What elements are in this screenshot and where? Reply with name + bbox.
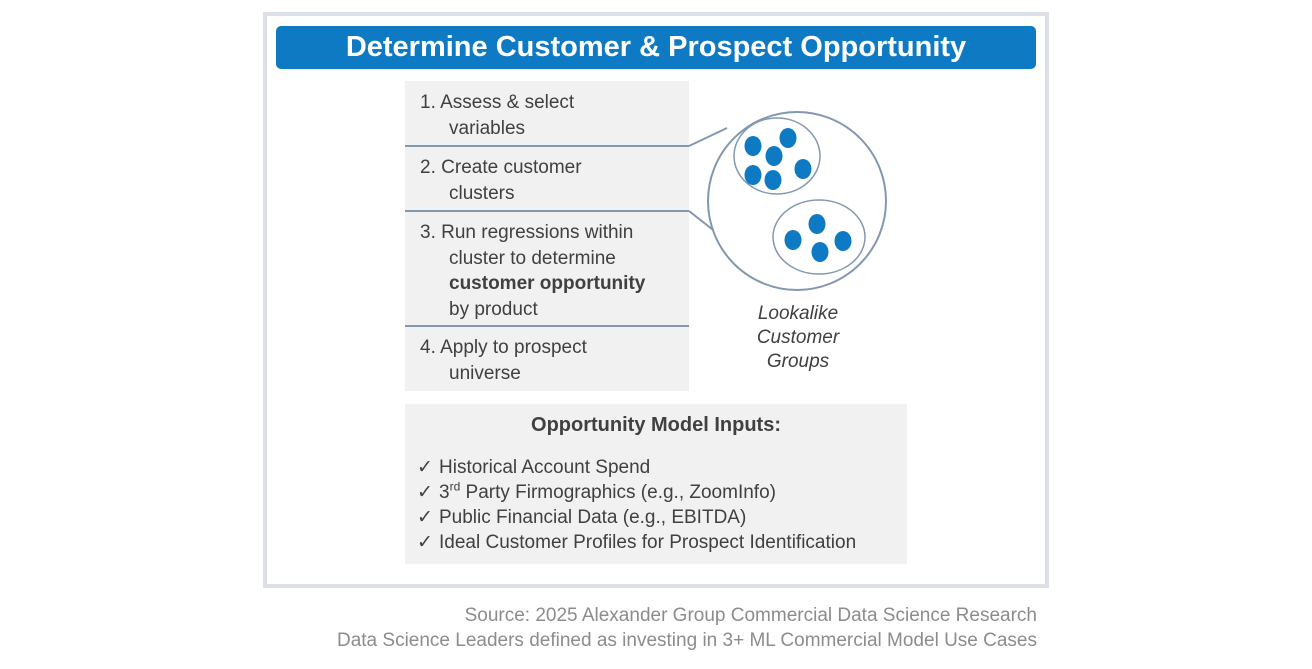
cluster-circle xyxy=(707,111,887,291)
cluster-label-line: Customer xyxy=(756,327,840,348)
customer-group-ellipse xyxy=(733,117,821,195)
input-item: ✓ Public Financial Data (e.g., EBITDA) xyxy=(417,505,746,530)
input-item-text: Ideal Customer Profiles for Prospect Ide… xyxy=(439,532,857,553)
input-item-text-post: Party Firmographics (e.g., ZoomInfo) xyxy=(460,482,776,503)
customer-dot xyxy=(765,146,783,166)
step-1-number: 1. xyxy=(420,92,436,113)
step-2-text: Create customer xyxy=(441,157,582,178)
customer-dot xyxy=(794,159,812,179)
model-inputs-title: Opportunity Model Inputs: xyxy=(531,414,781,436)
step-2-number: 2. xyxy=(420,157,436,178)
check-icon: ✓ xyxy=(417,507,433,528)
input-item-text: Public Financial Data (e.g., EBITDA) xyxy=(439,507,747,528)
input-item-text-sup: rd xyxy=(449,479,461,494)
customer-dot xyxy=(779,128,797,148)
steps-panel: 1. Assess & select variables 2. Create c… xyxy=(405,81,689,391)
customer-dot xyxy=(811,242,829,262)
step-1-text-cont: variables xyxy=(449,117,526,139)
step-divider xyxy=(405,145,689,147)
customer-dot xyxy=(744,165,762,185)
step-1-text: Assess & select xyxy=(440,92,575,113)
source-line: Data Science Leaders defined as investin… xyxy=(336,629,1037,651)
step-4: 4. Apply to prospect universe xyxy=(405,335,689,386)
customer-dot xyxy=(784,230,802,250)
customer-group-ellipse xyxy=(772,199,866,275)
step-3-text-bold: customer opportunity xyxy=(449,273,646,294)
check-icon: ✓ xyxy=(417,532,433,553)
step-3-number: 3. xyxy=(420,222,436,243)
input-item-text: Historical Account Spend xyxy=(439,457,651,478)
step-4-text-cont: universe xyxy=(449,362,521,384)
cluster-label-line: Groups xyxy=(766,351,830,372)
customer-dot xyxy=(808,214,826,234)
model-inputs-panel: Opportunity Model Inputs: ✓ Historical Ac… xyxy=(405,404,907,564)
connector-line-top xyxy=(688,127,728,147)
step-2: 2. Create customer clusters xyxy=(405,155,689,206)
input-item: ✓ 3rd Party Firmographics (e.g., ZoomInfo… xyxy=(417,480,776,505)
input-item: ✓ Ideal Customer Profiles for Prospect Id… xyxy=(417,530,856,555)
customer-dot xyxy=(834,231,852,251)
check-icon: ✓ xyxy=(417,482,433,503)
source-note: Source: 2025 Alexander Group Commercial … xyxy=(337,604,1037,653)
step-4-number: 4. xyxy=(420,337,436,358)
step-3-text: Run regressions within xyxy=(441,222,634,243)
step-1: 1. Assess & select variables xyxy=(405,90,689,141)
cluster-label: Lookalike Customer Groups xyxy=(738,302,858,374)
step-2-text-cont: clusters xyxy=(449,182,515,204)
check-icon: ✓ xyxy=(417,457,433,478)
step-3: 3. Run regressions within cluster to det… xyxy=(405,220,689,322)
cluster-label-line: Lookalike xyxy=(757,303,839,324)
source-line: Source: 2025 Alexander Group Commercial … xyxy=(464,605,1037,626)
page-title: Determine Customer & Prospect Opportunit… xyxy=(276,26,1036,69)
step-divider xyxy=(405,325,689,327)
input-item: ✓ Historical Account Spend xyxy=(417,455,650,480)
step-3-text-cont: cluster to determine xyxy=(449,247,616,269)
step-divider xyxy=(405,210,689,212)
step-4-text: Apply to prospect xyxy=(440,337,587,358)
customer-dot xyxy=(764,170,782,190)
customer-dot xyxy=(744,136,762,156)
input-item-text-pre: 3 xyxy=(439,482,450,503)
step-3-text-end: by product xyxy=(449,298,538,320)
